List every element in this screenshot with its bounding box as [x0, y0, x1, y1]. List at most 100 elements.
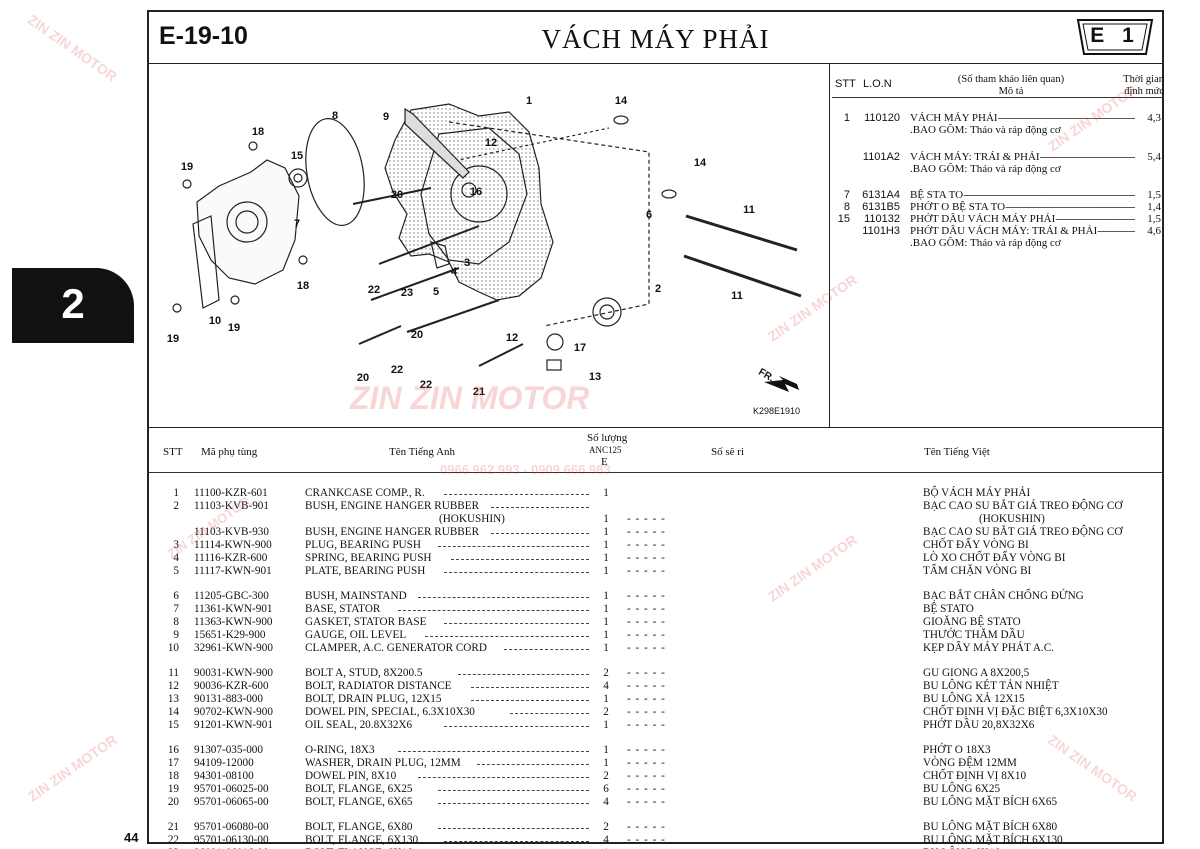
header-english: Tên Tiếng Anh [389, 446, 456, 458]
row-stt: 7 [173, 603, 179, 615]
row-qty: 6 [603, 783, 609, 795]
row-vietnamese: CHỐT ĐỊNH VỊ ĐẶC BIỆT 6,3X10X30 [923, 706, 1108, 718]
labor-row: .BAO GỒM: Tháo và ráp động cơ [832, 124, 1164, 137]
row-leader [444, 841, 589, 842]
row-english: GASKET, STATOR BASE [305, 616, 427, 628]
row-part-no: 90031-KWN-900 [194, 667, 273, 679]
row-serial: - - - - - [627, 757, 666, 769]
row-leader [470, 687, 589, 688]
parts-table-header: STT Mã phụ tùng Tên Tiếng Anh Số lượng A… [149, 428, 1162, 473]
row-part-no: 96001-06016-00 [194, 847, 269, 849]
leader-dots: ----------------------------------------… [997, 112, 1135, 124]
labor-time: 1,4 [1147, 201, 1161, 213]
row-vietnamese: BU LÔNG 6X16 [923, 847, 1000, 849]
row-leader [490, 507, 589, 508]
row-part-no: 95701-06025-00 [194, 783, 269, 795]
row-vietnamese: BU LÔNG MẶT BÍCH 6X130 [923, 834, 1063, 846]
section-tab: 2 [12, 268, 134, 343]
row-stt: 14 [167, 706, 179, 718]
row-vietnamese: VÒNG ĐỆM 12MM [923, 757, 1017, 769]
header-serial: Số sê ri [711, 446, 744, 458]
callout-label: 12 [484, 137, 498, 149]
row-leader [470, 700, 589, 701]
row-part-no: 11117-KWN-901 [194, 565, 272, 577]
row-english: DOWEL PIN, 8X10 [305, 770, 397, 782]
callout-label: 8 [331, 110, 339, 122]
row-stt: 3 [173, 539, 179, 551]
labor-time: 4,6 [1147, 225, 1161, 237]
row-serial: - - - - - [627, 539, 666, 551]
labor-desc-text: VÁCH MÁY: TRÁI & PHẢI [910, 151, 1040, 163]
row-qty: 1 [603, 719, 609, 731]
row-serial: - - - - - [627, 667, 666, 679]
row-english: BOLT, RADIATOR DISTANCE [305, 680, 452, 692]
row-qty: 1 [603, 629, 609, 641]
row-stt: 12 [167, 680, 179, 692]
row-english: OIL SEAL, 20.8X32X6 [305, 719, 413, 731]
row-part-no: 11100-KZR-601 [194, 487, 268, 499]
labor-time: 4,3 [1147, 112, 1161, 124]
row-part-no: 91307-035-000 [194, 744, 263, 756]
header-desc: Mô tả [998, 86, 1024, 97]
row-qty: 4 [603, 796, 609, 808]
row-serial: - - - - - [627, 847, 666, 849]
row-english: BOLT, FLANGE, 6X130 [305, 834, 419, 846]
row-serial: - - - - - [627, 706, 666, 718]
row-stt: 20 [167, 796, 179, 808]
row-vietnamese: CHỐT ĐẨY VÒNG BI [923, 539, 1029, 551]
row-leader [398, 751, 589, 752]
row-serial: - - - - - [627, 590, 666, 602]
badge-shape-icon [1076, 19, 1154, 55]
callout-label: 2 [654, 283, 662, 295]
row-leader [418, 597, 589, 598]
labor-stt: 8 [843, 201, 850, 213]
page-title: VÁCH MÁY PHẢI [541, 24, 770, 54]
row-stt: 21 [167, 821, 179, 833]
row-english: BASE, STATOR [305, 603, 381, 615]
page-header: E-19-10 VÁCH MÁY PHẢI E 1 [149, 12, 1162, 64]
labor-desc: VÁCH MÁY: TRÁI & PHẢI-------------------… [910, 151, 1135, 163]
row-serial: - - - - - [627, 565, 666, 577]
row-vietnamese: BU LÔNG MẶT BÍCH 6X80 [923, 821, 1058, 833]
labor-desc-text: .BAO GỒM: Tháo và ráp động cơ [910, 163, 1061, 175]
labor-desc-text: VÁCH MÁY PHẢI [910, 112, 998, 124]
row-part-no: 94301-08100 [194, 770, 254, 782]
callout-label: 15 [290, 150, 304, 162]
row-stt: 8 [173, 616, 179, 628]
row-qty: 4 [603, 834, 609, 846]
row-serial: - - - - - [627, 552, 666, 564]
header-ref-note: (Số tham khảo liên quan) [957, 74, 1065, 85]
row-part-no: 11103-KVB-901 [194, 500, 269, 512]
row-qty: 1 [603, 539, 609, 551]
row-serial: - - - - - [627, 821, 666, 833]
row-part-no: 90702-KWN-900 [194, 706, 273, 718]
leader-dots: ----------------------------------------… [963, 189, 1135, 201]
header-stt: STT [835, 78, 856, 90]
row-part-no: 90131-883-000 [194, 693, 263, 705]
labor-desc: PHỚT O BỆ STA TO------------------------… [910, 201, 1135, 213]
row-english: PLATE, BEARING PUSH [305, 565, 426, 577]
group-badge: E 1 [1076, 18, 1154, 56]
callout-label: 14 [614, 95, 628, 107]
row-part-no: 11114-KWN-900 [194, 539, 272, 551]
row-qty: 1 [603, 513, 609, 525]
row-serial: - - - - - [627, 783, 666, 795]
row-qty: 1 [603, 757, 609, 769]
row-english: (HOKUSHIN) [439, 513, 505, 525]
labor-stt: 1 [843, 112, 850, 124]
row-english: BOLT, FLANGE, 6X65 [305, 796, 413, 808]
labor-stt: 7 [843, 189, 850, 201]
